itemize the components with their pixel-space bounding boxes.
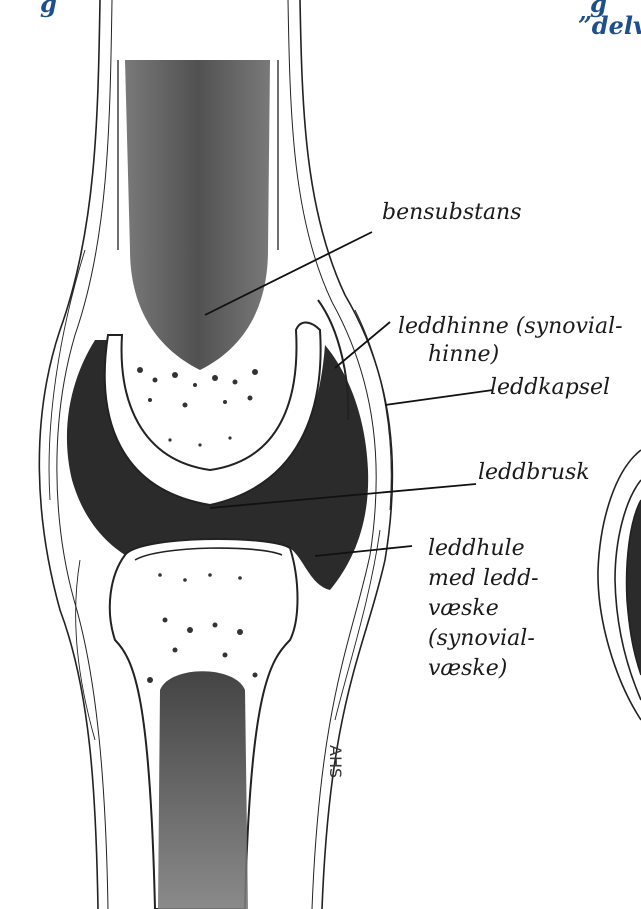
label-bensubstans: bensubstans <box>382 200 522 226</box>
label-leddhule-line2: med ledd- <box>428 566 539 592</box>
label-leddhule-line5: væske) <box>428 656 507 682</box>
artist-signature: AHS <box>326 745 345 778</box>
label-leddkapsel: leddkapsel <box>490 375 610 401</box>
lower-bone <box>110 539 298 909</box>
label-leddhinne-line2: hinne) <box>428 342 499 368</box>
label-leddhinne-line1: leddhinne (synovial- <box>398 314 623 340</box>
upper-bone <box>118 60 278 370</box>
label-leddbrusk: leddbrusk <box>478 460 590 486</box>
header-right-fragment-2: ”delv <box>578 12 641 40</box>
header-left-fragment: g <box>40 0 57 18</box>
label-leddhule-line4: (synovial- <box>428 626 535 652</box>
leader-leddkapsel <box>385 390 493 405</box>
label-leddhule-line3: væske <box>428 596 499 622</box>
second-joint-fragment <box>598 450 641 720</box>
label-leddhule-line1: leddhule <box>428 536 525 562</box>
